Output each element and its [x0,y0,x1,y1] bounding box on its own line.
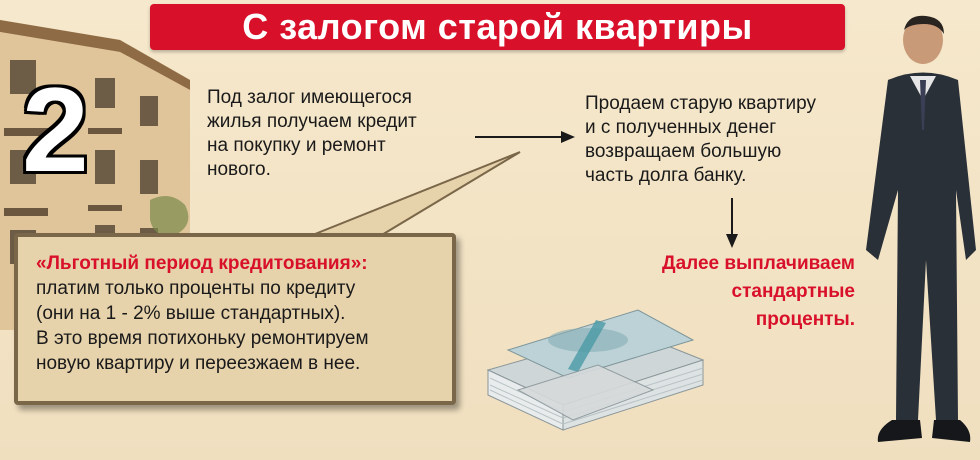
arrow-right-icon [475,131,575,143]
final-note: Далее выплачиваем стандартные проценты. [662,253,855,330]
title-banner: С залогом старой квартиры [150,4,845,50]
businessman-illustration [866,15,976,442]
arrow-down-icon [726,198,738,248]
grace-period-callout: «Льготный период кредитования»: платим т… [14,233,456,405]
page-title: С залогом старой квартиры [242,6,753,47]
loan-description: Под залог имеющегося жилья получаем кред… [207,87,417,180]
callout-heading: «Льготный период кредитования»: [36,253,368,274]
step-number: 2 [22,63,89,197]
callout-body: платим только проценты по кредиту (они н… [36,278,369,374]
money-stack-illustration [486,309,705,431]
sell-description: Продаем старую квартиру и с полученных д… [585,93,816,186]
